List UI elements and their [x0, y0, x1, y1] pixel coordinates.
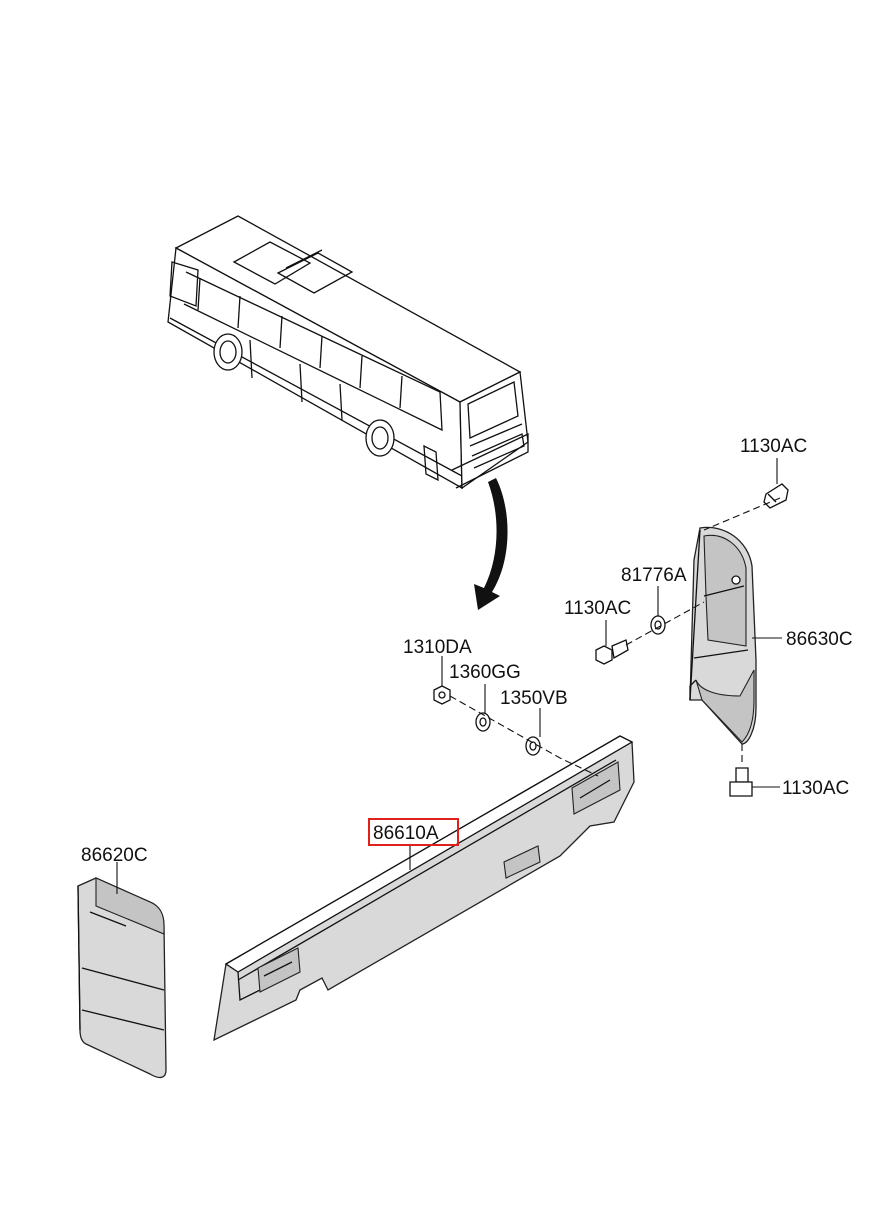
label-washer-1360gg: 1360GG — [449, 662, 521, 683]
washer-81776a — [650, 615, 666, 635]
label-washer-1350vb: 1350VB — [500, 688, 568, 709]
label-nut: 1310DA — [403, 637, 472, 658]
label-washer-81776a: 81776A — [621, 565, 687, 586]
part-labels: 1130AC 81776A 1130AC 86630C 1310DA 1360G… — [81, 436, 853, 866]
assembly-lines — [449, 497, 781, 777]
bus-illustration — [167, 215, 529, 490]
washer-1360gg — [475, 712, 491, 732]
right-corner-panel — [689, 526, 757, 745]
nut-1310da — [433, 685, 451, 705]
direction-arrow — [474, 478, 508, 610]
label-corner-left: 86620C — [81, 845, 148, 866]
label-bolt-mid: 1130AC — [564, 598, 631, 619]
label-bumper-center: 86610A — [373, 823, 439, 844]
washer-1350vb — [525, 736, 541, 756]
leader-lines — [116, 458, 782, 894]
bolt-bottom — [729, 767, 753, 797]
center-bumper — [213, 735, 635, 1042]
label-corner-right: 86630C — [786, 629, 853, 650]
bolt-top — [763, 483, 789, 509]
left-corner-panel — [77, 877, 167, 1079]
label-bolt-bottom: 1130AC — [782, 778, 849, 799]
label-bolt-top: 1130AC — [740, 436, 807, 457]
bolt-mid — [595, 639, 629, 665]
highlight-box — [368, 818, 459, 846]
